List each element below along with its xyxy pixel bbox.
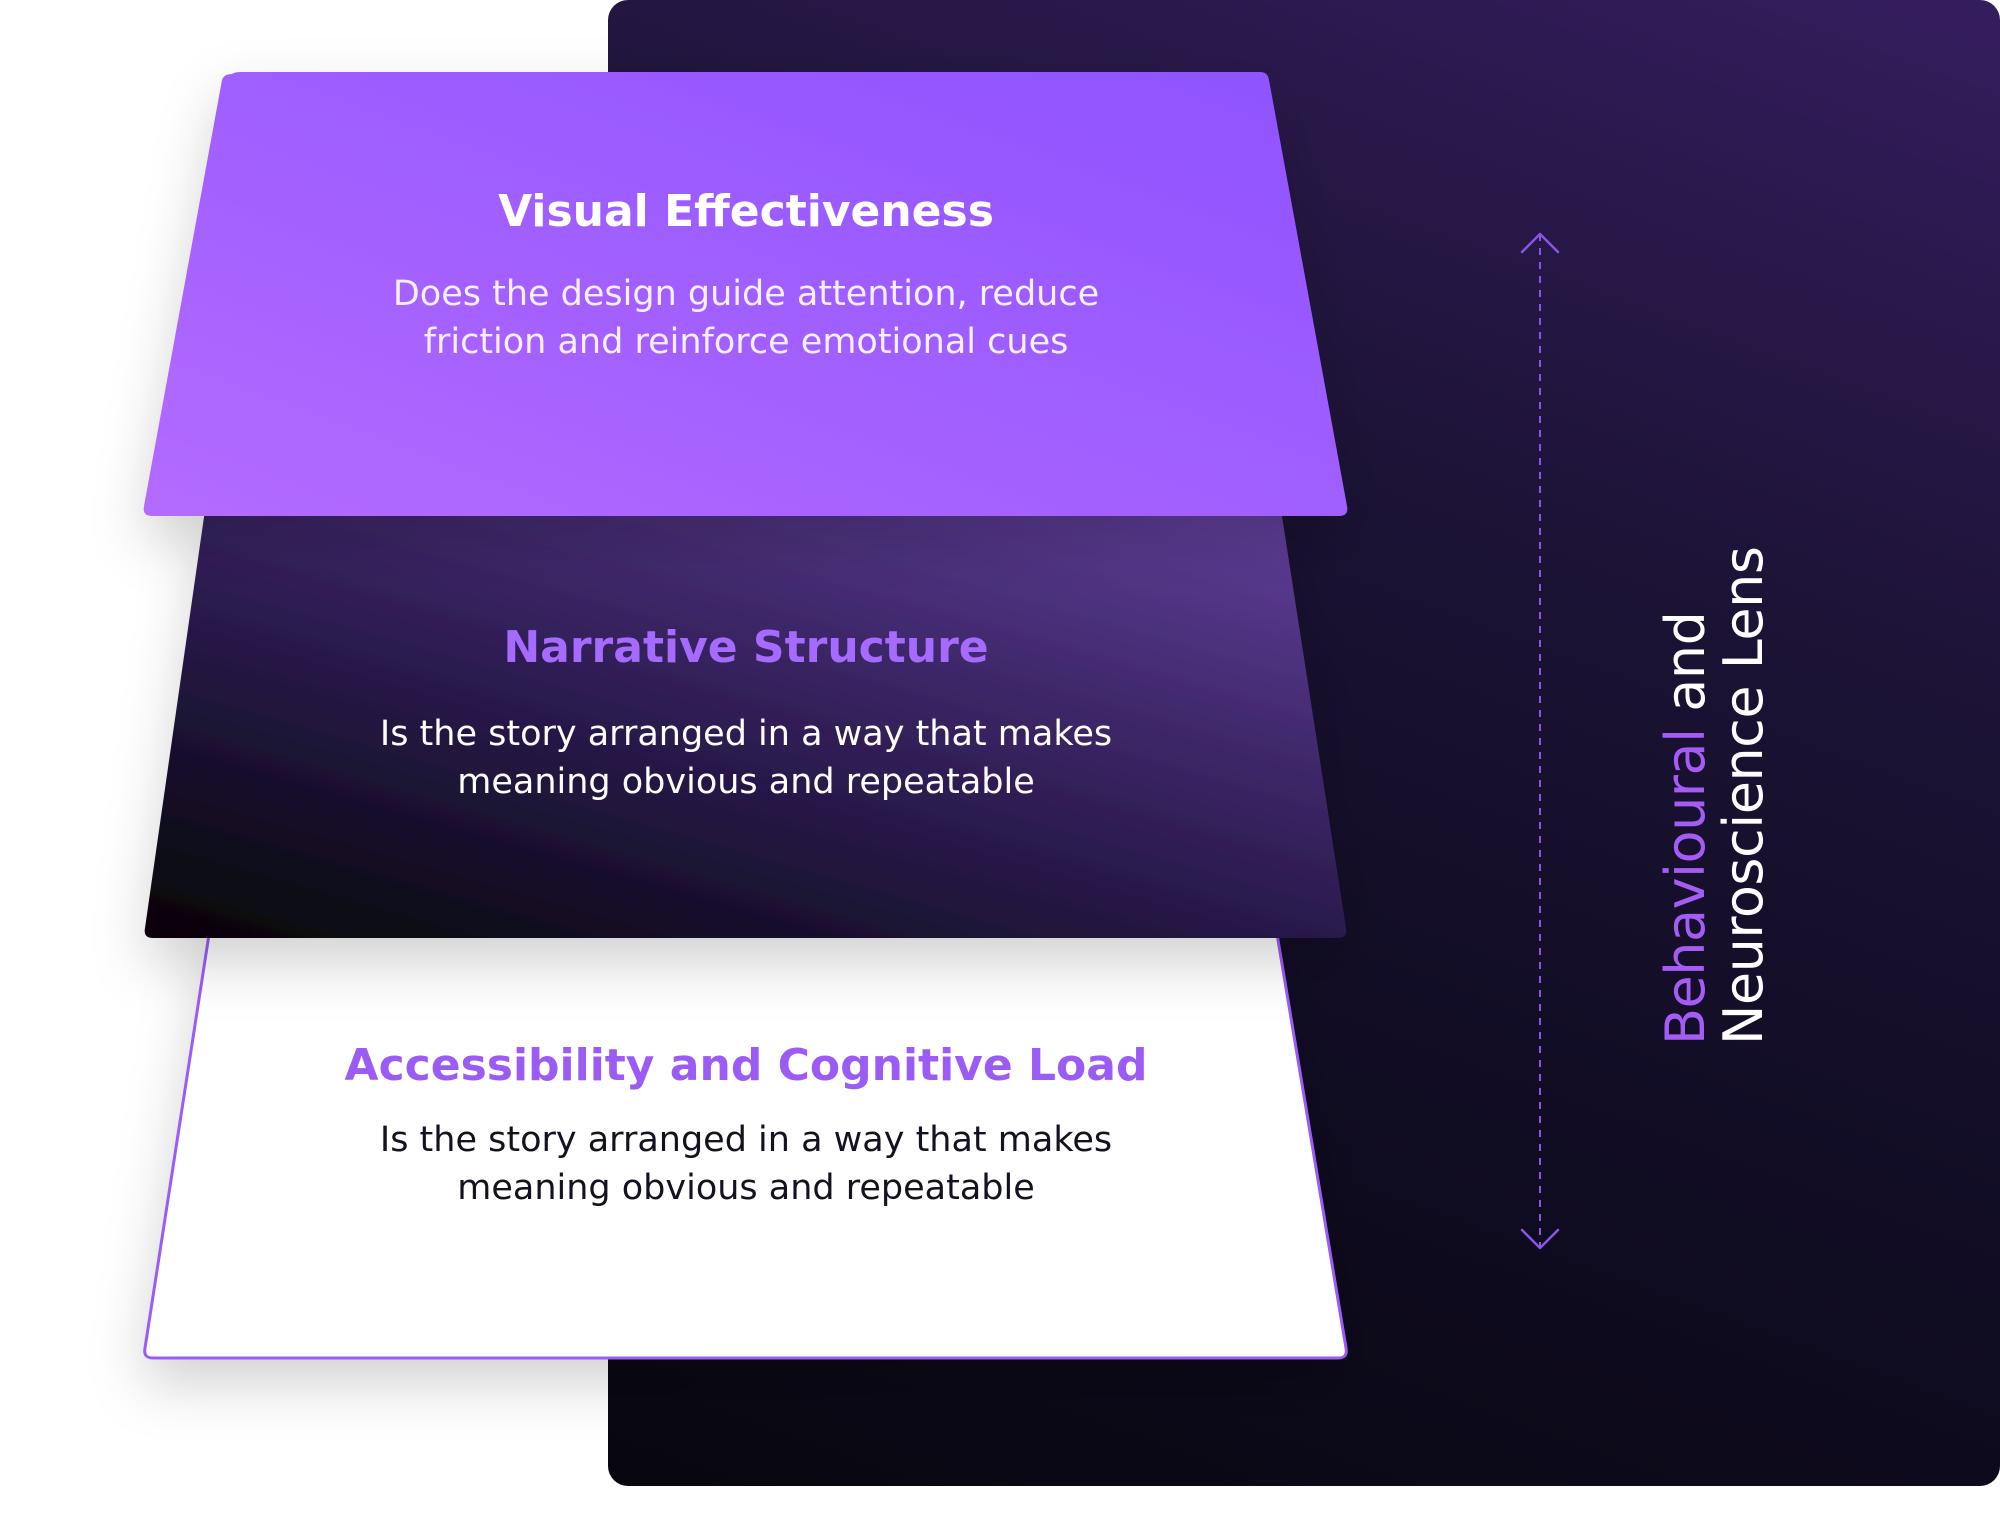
- layer-visual-desc-line-1: Does the design guide attention, reduce: [392, 274, 1100, 314]
- layer-narrative-title: Narrative Structure: [503, 622, 989, 673]
- layer-narrative-desc-line-2: meaning obvious and repeatable: [457, 762, 1035, 802]
- layer-accessibility-desc-line-2: meaning obvious and repeatable: [457, 1168, 1035, 1208]
- layer-accessibility-desc-line-1: Is the story arranged in a way that make…: [379, 1120, 1113, 1160]
- layer-visual-title: Visual Effectiveness: [498, 186, 994, 237]
- lens-label-line-2: Neuroscience Lens: [1712, 546, 1775, 1045]
- double-arrow-icon: [1520, 232, 1560, 1250]
- layer-narrative-shape: [144, 510, 1347, 938]
- lens-label-accent-word: Behavioural: [1654, 728, 1717, 1045]
- layer-accessibility-shape: [143, 926, 1348, 1360]
- layer-narrative-desc-line-1: Is the story arranged in a way that make…: [379, 714, 1113, 754]
- layer-visual-description: Does the design guide attention, reduce …: [250, 270, 1242, 366]
- layer-accessibility-description: Is the story arranged in a way that make…: [250, 1116, 1242, 1212]
- layer-visual-desc-line-2: friction and reinforce emotional cues: [423, 322, 1069, 362]
- layer-accessibility-text: Accessibility and Cognitive Load Is the …: [250, 1038, 1242, 1212]
- layer-accessibility-title: Accessibility and Cognitive Load: [344, 1040, 1148, 1091]
- lens-label-and: and: [1654, 611, 1717, 729]
- layer-narrative-description: Is the story arranged in a way that make…: [250, 710, 1242, 806]
- layer-narrative-text: Narrative Structure Is the story arrange…: [250, 620, 1242, 806]
- side-lens-label: Behavioural and Neuroscience Lens: [1654, 445, 1775, 1045]
- layer-visual-text: Visual Effectiveness Does the design gui…: [250, 184, 1242, 366]
- layer-visual-shape: [143, 72, 1348, 516]
